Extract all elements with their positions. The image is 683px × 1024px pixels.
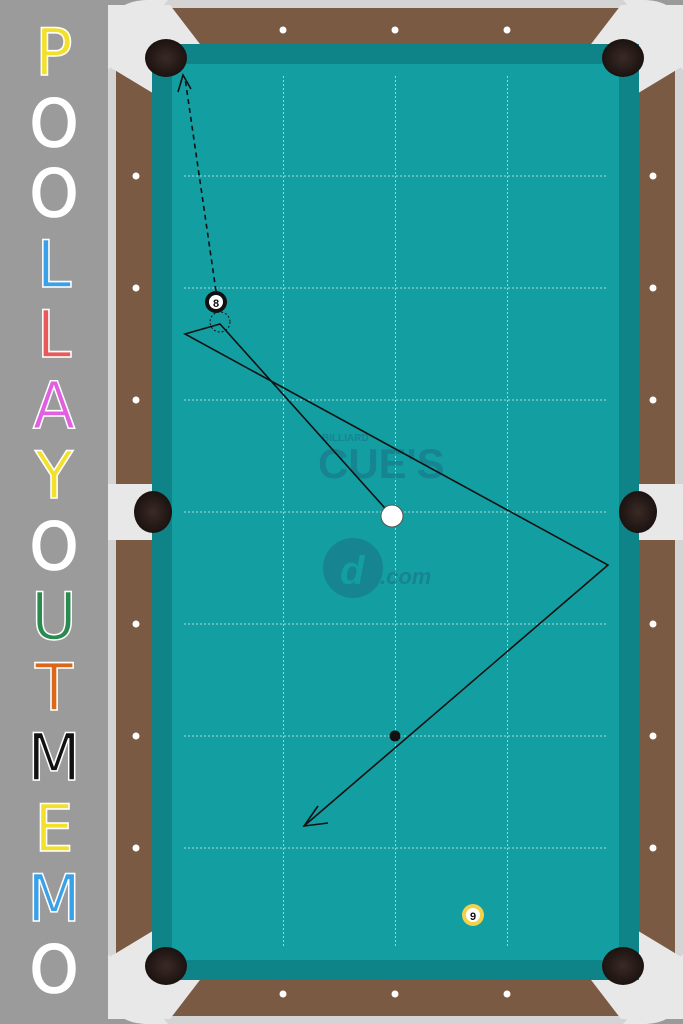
eight-path-arrowhead xyxy=(177,72,192,93)
title-letter: L xyxy=(36,225,72,303)
title-letter: O xyxy=(29,84,79,162)
ghost-ball xyxy=(209,311,231,333)
cue-ball-path xyxy=(182,323,610,827)
title-letter: M xyxy=(27,860,82,937)
watermark-brand-main: CUE'S xyxy=(318,440,445,487)
rail-diamonds xyxy=(132,26,657,998)
cue-path-arrowhead xyxy=(302,805,329,828)
title-letter: L xyxy=(36,296,72,373)
title-letter: O xyxy=(29,507,79,585)
watermark-domain: .com xyxy=(380,564,431,589)
pocket-middle-left xyxy=(134,491,172,533)
pocket-bottom-right xyxy=(602,947,644,985)
pockets xyxy=(134,39,657,985)
watermark-brand-small: BILLIARD xyxy=(322,433,369,444)
svg-text:d: d xyxy=(340,549,366,593)
ball-eight-label: 8 xyxy=(213,298,219,310)
title-letter: O xyxy=(29,155,79,232)
title-letter: U xyxy=(31,578,78,655)
shot-paths xyxy=(177,72,610,828)
pocket-middle-right xyxy=(619,491,657,533)
title-letter: M xyxy=(27,719,82,796)
ball-nine-label: 9 xyxy=(470,911,476,923)
title-letter: T xyxy=(34,648,73,726)
ball-eight[interactable]: 8 xyxy=(205,291,227,313)
aim-point-marker xyxy=(389,730,401,742)
pocket-bottom-left xyxy=(145,947,187,985)
title-letter: A xyxy=(32,366,76,444)
pocket-top-right xyxy=(602,39,644,77)
title-letter: E xyxy=(34,789,75,867)
title-letter: P xyxy=(35,14,74,91)
ball-cue[interactable] xyxy=(380,504,404,528)
pool-table[interactable]: BILLIARD CUE'S d .com 8 9 xyxy=(108,0,683,1024)
title-letter: Y xyxy=(34,437,73,514)
pocket-top-left xyxy=(145,39,187,77)
title-letter: O xyxy=(29,930,79,1008)
ball-nine[interactable]: 9 xyxy=(462,904,484,926)
